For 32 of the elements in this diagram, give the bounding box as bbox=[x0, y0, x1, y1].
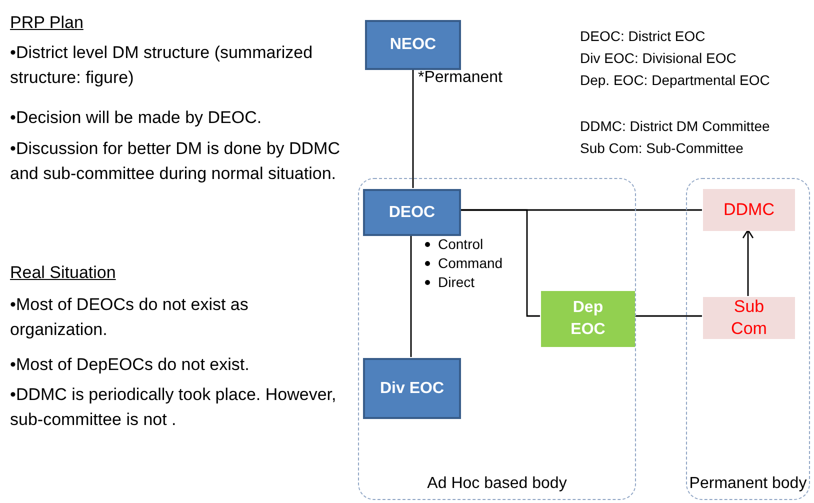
abbreviation-note: Dep. EOC: Departmental EOC bbox=[580, 71, 770, 90]
abbreviation-note: Sub Com: Sub-Committee bbox=[580, 139, 744, 158]
bullet-paragraph: •Discussion for better DM is done by DDMC and sub-committee during normal situation. bbox=[10, 138, 340, 185]
org-box: DEOC bbox=[363, 189, 461, 236]
arrow bbox=[742, 229, 754, 296]
abbreviation-note: DDMC: District DM Committee bbox=[580, 117, 770, 136]
bullet-paragraph: •Most of DepEOCs do not exist. bbox=[10, 354, 250, 376]
connector-line bbox=[412, 70, 414, 188]
connector-line bbox=[460, 209, 540, 317]
abbreviation-note: DEOC: District EOC bbox=[580, 27, 706, 46]
connector-line bbox=[410, 235, 412, 357]
section-heading: PRP Plan bbox=[10, 12, 84, 34]
bullet-item: Control bbox=[422, 235, 484, 254]
bullet-paragraph: •Most of DEOCs do not exist as organization. bbox=[10, 294, 250, 341]
bullet-item: Direct bbox=[422, 273, 475, 292]
org-box: DDMC bbox=[703, 189, 795, 231]
group-label: Permanent body bbox=[688, 474, 808, 494]
org-box: Sub Com bbox=[703, 297, 795, 339]
org-box: Div EOC bbox=[363, 358, 461, 419]
abbreviation-note: Div EOC: Divisional EOC bbox=[580, 49, 736, 68]
bullet-paragraph: •District level DM structure (summarized structure: figure) bbox=[10, 42, 314, 89]
section-heading: Real Situation bbox=[10, 262, 117, 284]
bullet-paragraph: •Decision will be made by DEOC. bbox=[10, 107, 263, 129]
dashed-group-box bbox=[686, 178, 810, 500]
dashed-group-box bbox=[358, 178, 636, 500]
org-box: NEOC bbox=[365, 20, 461, 70]
bullet-item: Command bbox=[422, 254, 503, 273]
connector-line bbox=[634, 315, 702, 317]
group-label: Ad Hoc based body bbox=[426, 474, 568, 494]
node-note: *Permanent bbox=[418, 68, 502, 88]
bullet-paragraph: •DDMC is periodically took place. However, sub-committee is not . bbox=[10, 384, 338, 431]
org-box: Dep EOC bbox=[541, 291, 635, 347]
